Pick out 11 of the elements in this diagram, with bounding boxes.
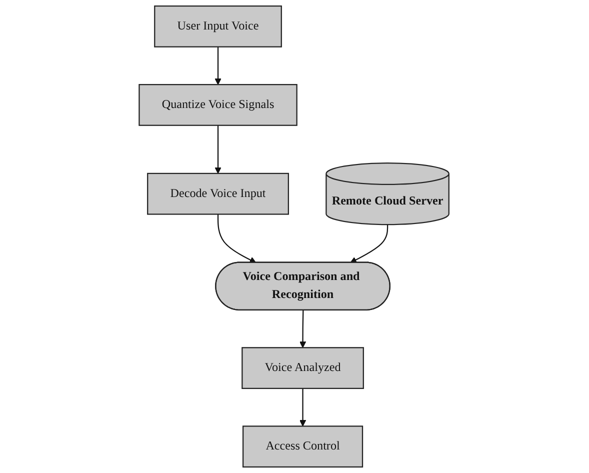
node-box: Decode Voice Input <box>147 172 290 215</box>
arrow <box>350 224 389 263</box>
arrow <box>215 125 222 174</box>
arrow <box>215 46 222 85</box>
node-box: Quantize Voice Signals <box>139 84 298 126</box>
node-box: User Input Voice <box>154 5 282 48</box>
arrow <box>218 214 257 263</box>
node-box: Access Control <box>242 426 364 468</box>
arrow <box>300 310 307 348</box>
arrow <box>300 388 307 426</box>
node-box: Voice Analyzed <box>242 347 364 389</box>
